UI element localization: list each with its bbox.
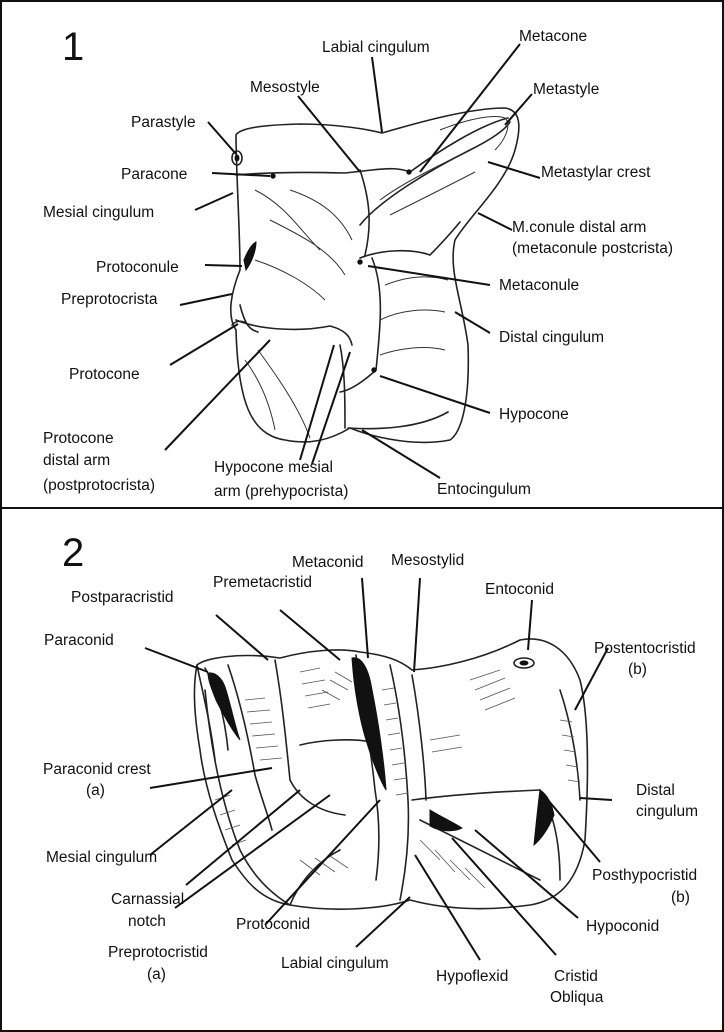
label-protocone-distal-line2: distal arm bbox=[43, 452, 110, 469]
label-hypocone-mesial-line2: arm (prehypocrista) bbox=[214, 483, 348, 500]
panel2-labels: Metaconid Mesostylid Entoconid Premetacr… bbox=[43, 552, 698, 1006]
label-distal-cingulum-line2: cingulum bbox=[636, 803, 698, 820]
label-preprotocristid-line2: (a) bbox=[147, 966, 166, 983]
label-metaconid: Metaconid bbox=[292, 554, 364, 571]
label-preprotocrista: Preprotocrista bbox=[61, 291, 158, 308]
label-preprotocristid-line1: Preprotocristid bbox=[108, 944, 208, 961]
label-metacone: Metacone bbox=[519, 28, 587, 45]
label-protocone: Protocone bbox=[69, 366, 140, 383]
label-paraconid-crest-line1: Paraconid crest bbox=[43, 761, 151, 778]
label-protocone-distal-line3: (postprotocrista) bbox=[43, 477, 155, 494]
label-distal-cingulum: Distal cingulum bbox=[499, 329, 604, 346]
lower-molar-drawing bbox=[194, 639, 587, 909]
label-postentocristid-line1: Postentocristid bbox=[594, 640, 696, 657]
label-labial-cingulum-p2: Labial cingulum bbox=[281, 955, 389, 972]
label-entocingulum: Entocingulum bbox=[437, 481, 531, 498]
label-entoconid: Entoconid bbox=[485, 581, 554, 598]
label-parastyle: Parastyle bbox=[131, 114, 196, 131]
label-posthypocristid-line2: (b) bbox=[671, 889, 690, 906]
label-carnassial-line1: Carnassial bbox=[111, 891, 184, 908]
label-distal-cingulum-line1: Distal bbox=[636, 782, 675, 799]
label-hypoflexid: Hypoflexid bbox=[436, 968, 508, 985]
label-postentocristid-line2: (b) bbox=[628, 661, 647, 678]
panel1-number: 1 bbox=[62, 25, 84, 69]
label-paraconid: Paraconid bbox=[44, 632, 114, 649]
panel2-number: 2 bbox=[62, 531, 84, 575]
label-paracone: Paracone bbox=[121, 166, 187, 183]
label-mconule-line2: (metaconule postcrista) bbox=[512, 240, 673, 257]
label-mesial-cingulum: Mesial cingulum bbox=[43, 204, 154, 221]
label-mesial-cingulum-p2: Mesial cingulum bbox=[46, 849, 157, 866]
panel1: 1 bbox=[43, 25, 673, 500]
label-mesostylid: Mesostylid bbox=[391, 552, 464, 569]
label-protoconule: Protoconule bbox=[96, 259, 179, 276]
label-protocone-distal-line1: Protocone bbox=[43, 430, 114, 447]
label-metaconule: Metaconule bbox=[499, 277, 579, 294]
label-hypoconid: Hypoconid bbox=[586, 918, 659, 935]
panel2: 2 bbox=[43, 531, 698, 1006]
label-metastylar-crest: Metastylar crest bbox=[541, 164, 651, 181]
label-paraconid-crest-line2: (a) bbox=[86, 782, 105, 799]
label-hypocone: Hypocone bbox=[499, 406, 569, 423]
label-premetacristid: Premetacristid bbox=[213, 574, 312, 591]
label-metastyle: Metastyle bbox=[533, 81, 599, 98]
label-cristid-line1: Cristid bbox=[554, 968, 598, 985]
label-protoconid: Protoconid bbox=[236, 916, 310, 933]
label-carnassial-line2: notch bbox=[128, 913, 166, 930]
label-hypocone-mesial-line1: Hypocone mesial bbox=[214, 459, 333, 476]
label-posthypocristid-line1: Posthypocristid bbox=[592, 867, 697, 884]
label-labial-cingulum: Labial cingulum bbox=[322, 39, 430, 56]
label-postparacristid: Postparacristid bbox=[71, 589, 174, 606]
label-mconule-line1: M.conule distal arm bbox=[512, 219, 646, 236]
upper-molar-drawing bbox=[231, 108, 519, 442]
label-cristid-line2: Obliqua bbox=[550, 989, 604, 1006]
label-mesostyle: Mesostyle bbox=[250, 79, 320, 96]
